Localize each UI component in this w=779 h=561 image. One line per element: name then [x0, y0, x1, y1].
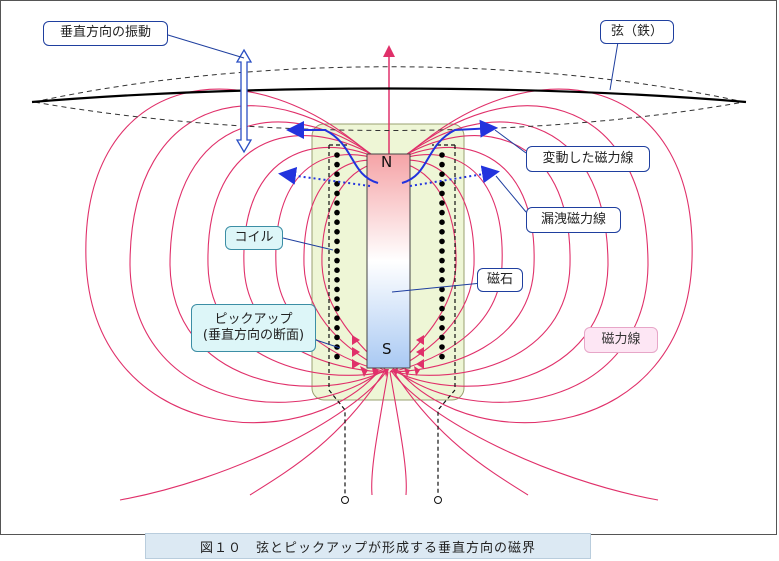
- coil-right-dot: [439, 200, 445, 206]
- coil-left-dot: [334, 325, 340, 331]
- pickup-coil-outline: [328, 144, 456, 495]
- coil-right-dot: [439, 161, 445, 168]
- coil-left-dot: [334, 334, 340, 341]
- coil-right-dot: [439, 257, 445, 264]
- coil-left-dot: [334, 315, 340, 322]
- coil-left-dot: [334, 305, 340, 312]
- coil-right-dot: [439, 209, 445, 216]
- coil-left-dot: [334, 200, 340, 206]
- coil-left-dot: [334, 248, 340, 254]
- string-label: 弦（鉄）: [600, 20, 674, 44]
- coil-left-dot: [334, 353, 340, 360]
- coil-left-dot: [334, 277, 340, 283]
- varied-flux-label: 変動した磁力線: [526, 146, 650, 172]
- coil-left-dot: [334, 190, 340, 197]
- coil-left-dot: [334, 257, 340, 264]
- coil-left-dot: [334, 161, 340, 168]
- pickup-terminal-right: [434, 496, 442, 504]
- coil-right-dot: [439, 152, 445, 158]
- coil-right-dot: [439, 248, 445, 254]
- string-line: [31, 87, 747, 104]
- magnet-label: 磁石: [477, 268, 523, 292]
- coil-right-dot: [439, 315, 445, 322]
- coil-right-dot: [439, 353, 445, 360]
- pickup-label: ピックアップ (垂直方向の断面): [191, 304, 316, 352]
- coil-right-dot: [439, 181, 445, 187]
- coil-left: [334, 152, 340, 360]
- coil-right-dot: [439, 286, 445, 293]
- coil-left-dot: [334, 296, 340, 302]
- coil-right-dot: [439, 305, 445, 312]
- coil-left-dot: [334, 238, 340, 245]
- pickup-label-line2: (垂直方向の断面): [202, 328, 305, 343]
- coil-right-dot: [439, 296, 445, 302]
- pickup-label-line1: ピックアップ: [214, 311, 293, 327]
- coil-left-dot: [334, 267, 340, 274]
- coil-right-dot: [439, 334, 445, 341]
- vibration-arrow: [235, 48, 253, 154]
- coil-right-dot: [439, 267, 445, 274]
- coil-right-dot: [439, 229, 445, 235]
- coil-right: [439, 152, 445, 360]
- magnet: [366, 153, 411, 369]
- vertical-vibration-label: 垂直方向の振動: [43, 21, 168, 46]
- coil-left-dot: [334, 171, 340, 177]
- south-pole-arrowheads: [352, 335, 424, 377]
- callout-pointers: [167, 34, 619, 349]
- varied-flux-lines: [286, 119, 498, 184]
- north-pole-label: N: [381, 153, 393, 171]
- coil-left-dot: [334, 209, 340, 216]
- coil-right-dot: [439, 325, 445, 331]
- coil-right-dot: [439, 277, 445, 283]
- coil-left-dot: [334, 219, 340, 225]
- coil-left-dot: [334, 286, 340, 293]
- coil-right-dot: [439, 171, 445, 177]
- coil-right-dot: [439, 219, 445, 225]
- coil-right-dot: [439, 190, 445, 197]
- coil-label: コイル: [225, 226, 283, 250]
- coil-right-dot: [439, 344, 445, 350]
- south-pole-label: S: [382, 340, 392, 358]
- coil-left-dot: [334, 152, 340, 158]
- magnetic-flux-label: 磁力線: [584, 327, 658, 353]
- leaked-flux-label: 漏洩磁力線: [526, 207, 621, 233]
- coil-left-dot: [334, 229, 340, 235]
- figure-caption: 図１０ 弦とピックアップが形成する垂直方向の磁界: [145, 533, 591, 559]
- pickup-terminal-left: [341, 496, 349, 504]
- coil-right-dot: [439, 238, 445, 245]
